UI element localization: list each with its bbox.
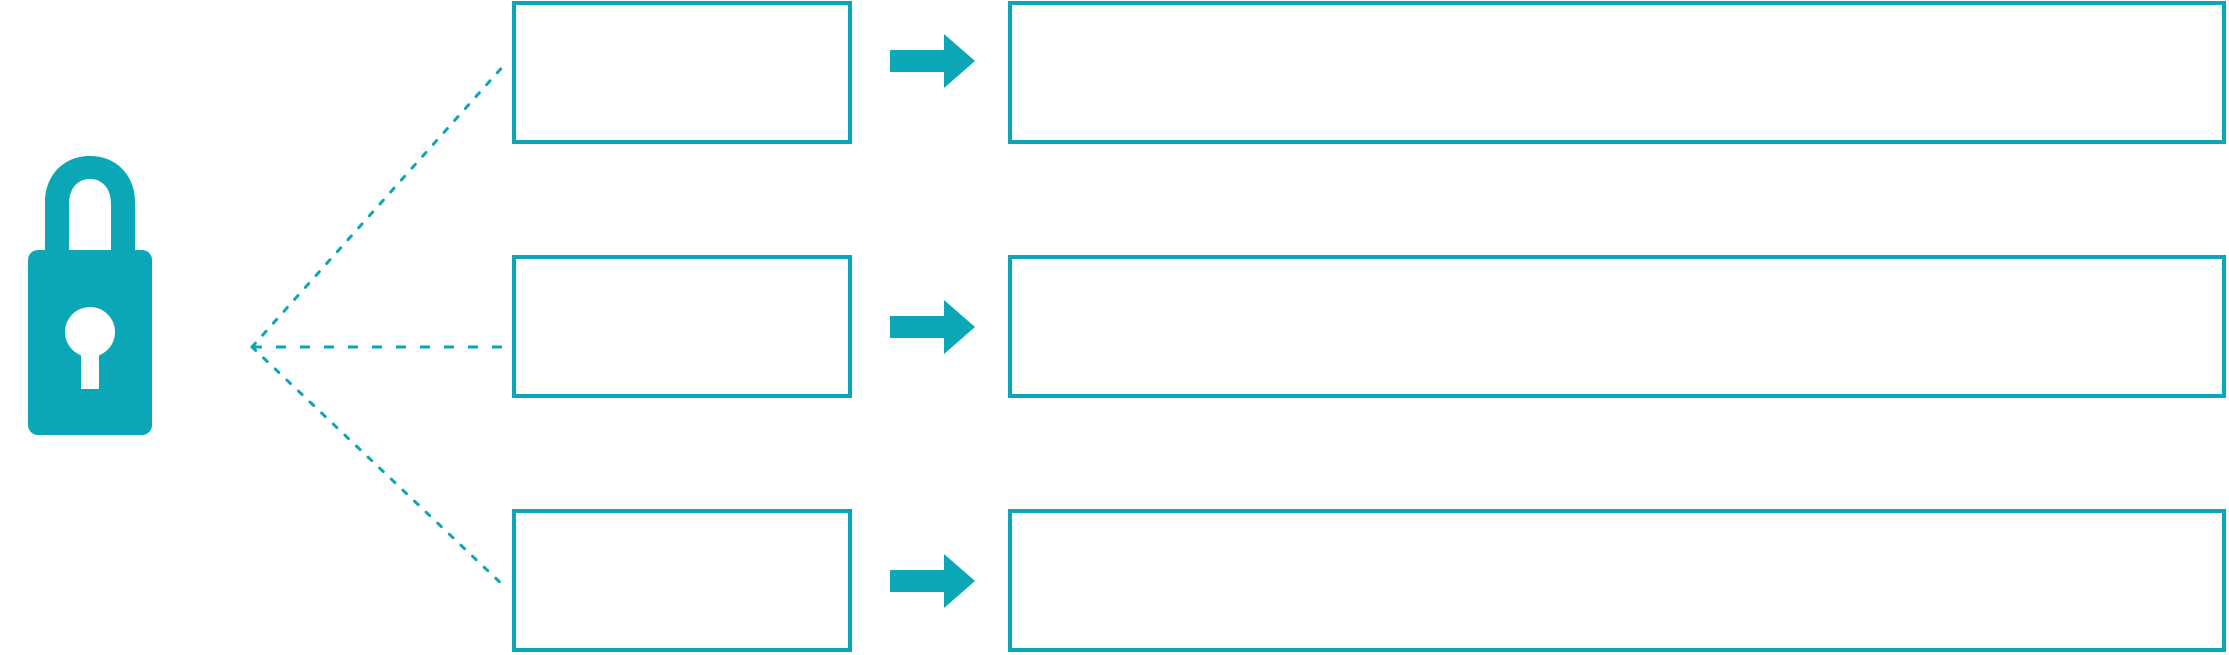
cause-box-1-text <box>516 5 848 25</box>
effect-box-2[interactable] <box>1008 255 2226 398</box>
effect-box-3-text <box>1012 513 2222 533</box>
effect-box-1-text <box>1012 5 2222 25</box>
padlock-icon <box>28 156 152 435</box>
cause-box-3-text <box>516 513 848 533</box>
flow-arrow-3 <box>890 554 975 608</box>
cause-box-1[interactable] <box>512 1 852 144</box>
effect-box-2-text <box>1012 259 2222 279</box>
cause-box-2[interactable] <box>512 255 852 398</box>
effect-box-1[interactable] <box>1008 1 2226 144</box>
connector-line-bottom <box>250 345 508 590</box>
flow-arrow-2 <box>890 300 975 354</box>
flow-arrow-1 <box>890 34 975 88</box>
cause-box-3[interactable] <box>512 509 852 652</box>
connector-line-top <box>250 61 508 349</box>
cause-box-2-text <box>516 259 848 279</box>
effect-box-3[interactable] <box>1008 509 2226 652</box>
